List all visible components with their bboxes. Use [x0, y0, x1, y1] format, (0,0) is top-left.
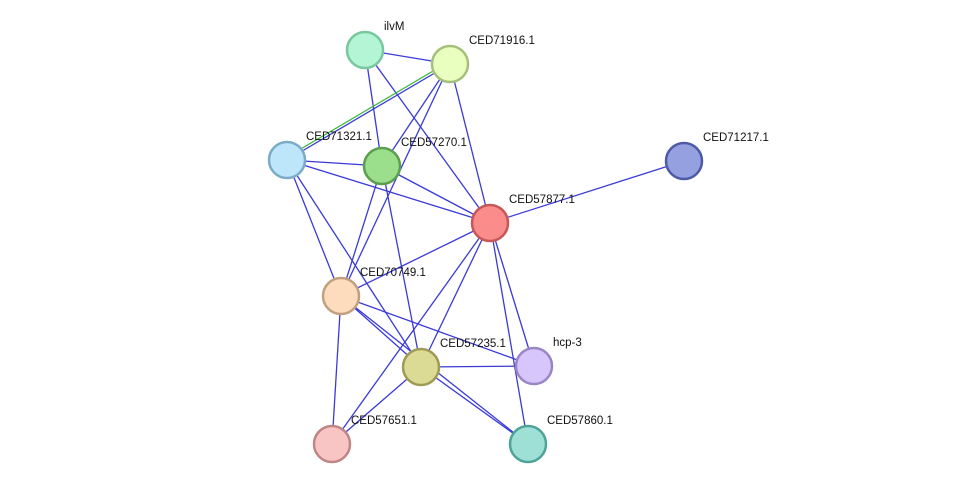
node-ced71321-1[interactable] [267, 140, 307, 180]
edge-secondary-ced71916-1-ced71321-1 [285, 61, 450, 159]
edge-ced57877-1-ced57651-1 [331, 222, 491, 445]
edge-ced71916-1-ced57270-1 [381, 63, 451, 167]
edge-ced57877-1-hcp-3 [489, 222, 535, 367]
node-label-ced70749-1: CED70749.1 [360, 267, 426, 279]
edge-ced71321-1-ced57877-1 [286, 159, 491, 224]
node-ilvm[interactable] [345, 30, 385, 70]
node-label-ced57651-1: CED57651.1 [351, 415, 417, 427]
edge-ced57877-1-ced57235-1 [420, 222, 491, 368]
edge-ced71321-1-ced57235-1 [286, 159, 422, 368]
edge-ced71217-1-ced57877-1 [489, 160, 685, 224]
edge-ced57877-1-ced57860-1 [489, 222, 529, 445]
edge-ced70749-1-ced57651-1 [331, 295, 342, 445]
node-ced57235-1[interactable] [401, 347, 441, 387]
node-label-ced71217-1: CED71217.1 [703, 132, 769, 144]
node-ced71916-1[interactable] [430, 44, 470, 84]
node-label-ced57270-1: CED57270.1 [401, 137, 467, 149]
node-ced70749-1[interactable] [321, 276, 361, 316]
node-label-ced57860-1: CED57860.1 [547, 415, 613, 427]
node-ced57270-1[interactable] [362, 146, 402, 186]
node-ced57651-1[interactable] [312, 424, 352, 464]
node-ced57860-1[interactable] [508, 424, 548, 464]
node-label-ced57235-1: CED57235.1 [440, 338, 506, 350]
node-ced57877-1[interactable] [470, 203, 510, 243]
edge-ced70749-1-hcp-3 [340, 295, 535, 367]
edge-ced71916-1-ced57877-1 [449, 63, 491, 224]
node-label-hcp-3: hcp-3 [553, 337, 582, 349]
network-nodes [267, 30, 704, 464]
edge-ilvm-ced57877-1 [364, 49, 491, 224]
edge-ced57270-1-ced70749-1 [340, 165, 383, 297]
node-label-ced71321-1: CED71321.1 [306, 131, 372, 143]
node-label-ilvm: ilvM [384, 21, 404, 33]
edge-ced57270-1-ced57877-1 [381, 165, 491, 224]
edge-ced57235-1-ced57860-1 [420, 366, 529, 445]
edge-ced71321-1-ced70749-1 [286, 159, 342, 297]
node-label-ced71916-1: CED71916.1 [469, 35, 535, 47]
edge-ced57877-1-ced70749-1 [340, 222, 491, 297]
node-label-ced57877-1: CED57877.1 [509, 194, 575, 206]
node-ced71217-1[interactable] [664, 141, 704, 181]
edge-ced71916-1-ced70749-1 [340, 63, 451, 297]
edge-ced71916-1-ced71321-1 [286, 63, 451, 161]
node-hcp-3[interactable] [514, 346, 554, 386]
edge-ilvm-ced57270-1 [364, 49, 383, 167]
edge-ced57235-1-ced57651-1 [331, 366, 422, 445]
network-edges [285, 49, 685, 445]
